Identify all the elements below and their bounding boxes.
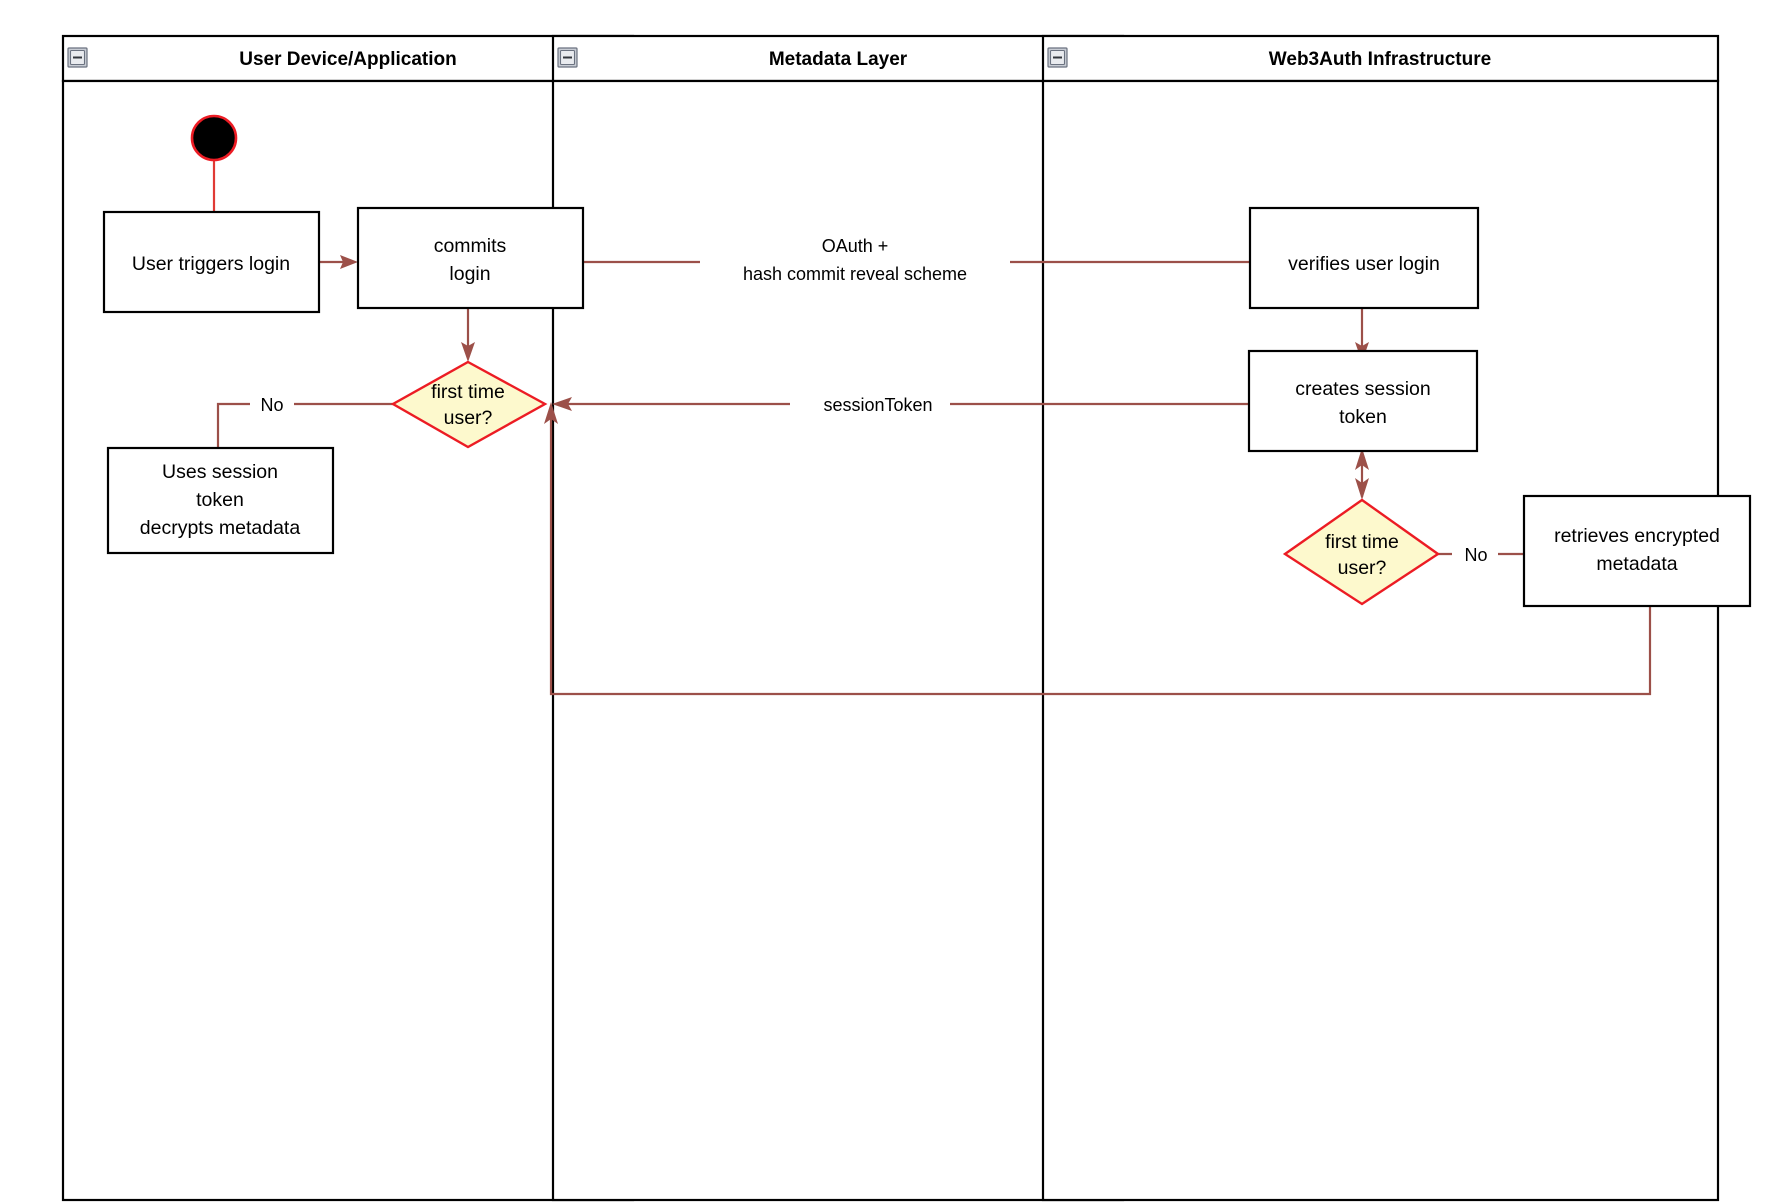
node-label-first-time-user-right-line2: user? <box>1338 557 1387 579</box>
node-retrieves-encrypted-metadata[interactable]: retrieves encrypted metadata <box>1522 494 1752 608</box>
lane-title-user-device: User Device/Application <box>239 49 457 70</box>
node-label-first-time-user-right-line1: first time <box>1325 531 1399 553</box>
edge-commits-login-to-first-time-user-left <box>461 308 475 362</box>
lane-title-metadata: Metadata Layer <box>769 49 908 70</box>
lane-header-web3auth[interactable] <box>1041 34 1720 83</box>
node-label-uses-session-token-line2: token <box>196 489 244 511</box>
edge-first-time-user-right-no-to-retrieves-encrypted-metadata: No <box>1438 538 1524 568</box>
edge-label-oauth-line1: OAuth + <box>822 236 889 256</box>
minus-box-icon[interactable] <box>1047 47 1068 68</box>
edge-label-no-right: No <box>1464 545 1487 565</box>
edge-label-no-left: No <box>260 395 283 415</box>
node-label-commits-login-line2: login <box>449 263 490 285</box>
node-label-retrieves-encrypted-metadata-line2: metadata <box>1596 553 1677 575</box>
node-label-commits-login-line1: commits <box>434 235 507 257</box>
node-commits-login[interactable]: commits login <box>356 206 585 310</box>
node-first-time-user-right[interactable]: first time user? <box>1282 498 1441 606</box>
node-creates-session-token[interactable]: creates session token <box>1247 349 1479 453</box>
node-label-creates-session-token-line2: token <box>1339 406 1387 428</box>
node-user-triggers-login[interactable]: User triggers login <box>102 210 321 314</box>
minus-box-icon[interactable] <box>67 47 88 68</box>
edge-creates-session-token-to-first-time-user-left: sessionToken <box>552 386 1249 415</box>
lane-metadata[interactable]: Metadata Layer <box>551 34 1125 1202</box>
edge-label-session-token: sessionToken <box>823 395 932 415</box>
edge-first-time-user-left-no-to-uses-session-token: No <box>216 388 393 448</box>
node-label-verifies-user-login: verifies user login <box>1288 253 1440 275</box>
minus-box-icon[interactable] <box>557 47 578 68</box>
edge-retrieves-encrypted-metadata-return-loop <box>544 402 1652 696</box>
node-label-user-triggers-login: User triggers login <box>132 253 290 275</box>
lane-header-user-device[interactable] <box>61 34 635 83</box>
edge-creates-session-token-to-first-time-user-right <box>1355 448 1369 500</box>
node-label-first-time-user-left-line2: user? <box>444 407 493 429</box>
lane-title-web3auth: Web3Auth Infrastructure <box>1269 49 1491 70</box>
edge-user-triggers-login-to-commits-login <box>319 255 358 269</box>
node-first-time-user-left[interactable]: first time user? <box>390 360 548 449</box>
node-label-uses-session-token-line3: decrypts metadata <box>140 517 301 539</box>
node-label-creates-session-token-line1: creates session <box>1295 378 1430 400</box>
edge-label-oauth-line2: hash commit reveal scheme <box>743 264 967 284</box>
node-label-retrieves-encrypted-metadata-line1: retrieves encrypted <box>1554 525 1720 547</box>
node-verifies-user-login[interactable]: verifies user login <box>1248 206 1480 310</box>
start-node[interactable] <box>190 114 238 162</box>
node-label-first-time-user-left-line1: first time <box>431 381 505 403</box>
edge-commits-login-to-verifies-user-login: OAuth + hash commit reveal scheme <box>583 228 1250 284</box>
node-uses-session-token[interactable]: Uses session token decrypts metadata <box>106 446 335 555</box>
node-label-uses-session-token-line1: Uses session <box>162 461 278 483</box>
